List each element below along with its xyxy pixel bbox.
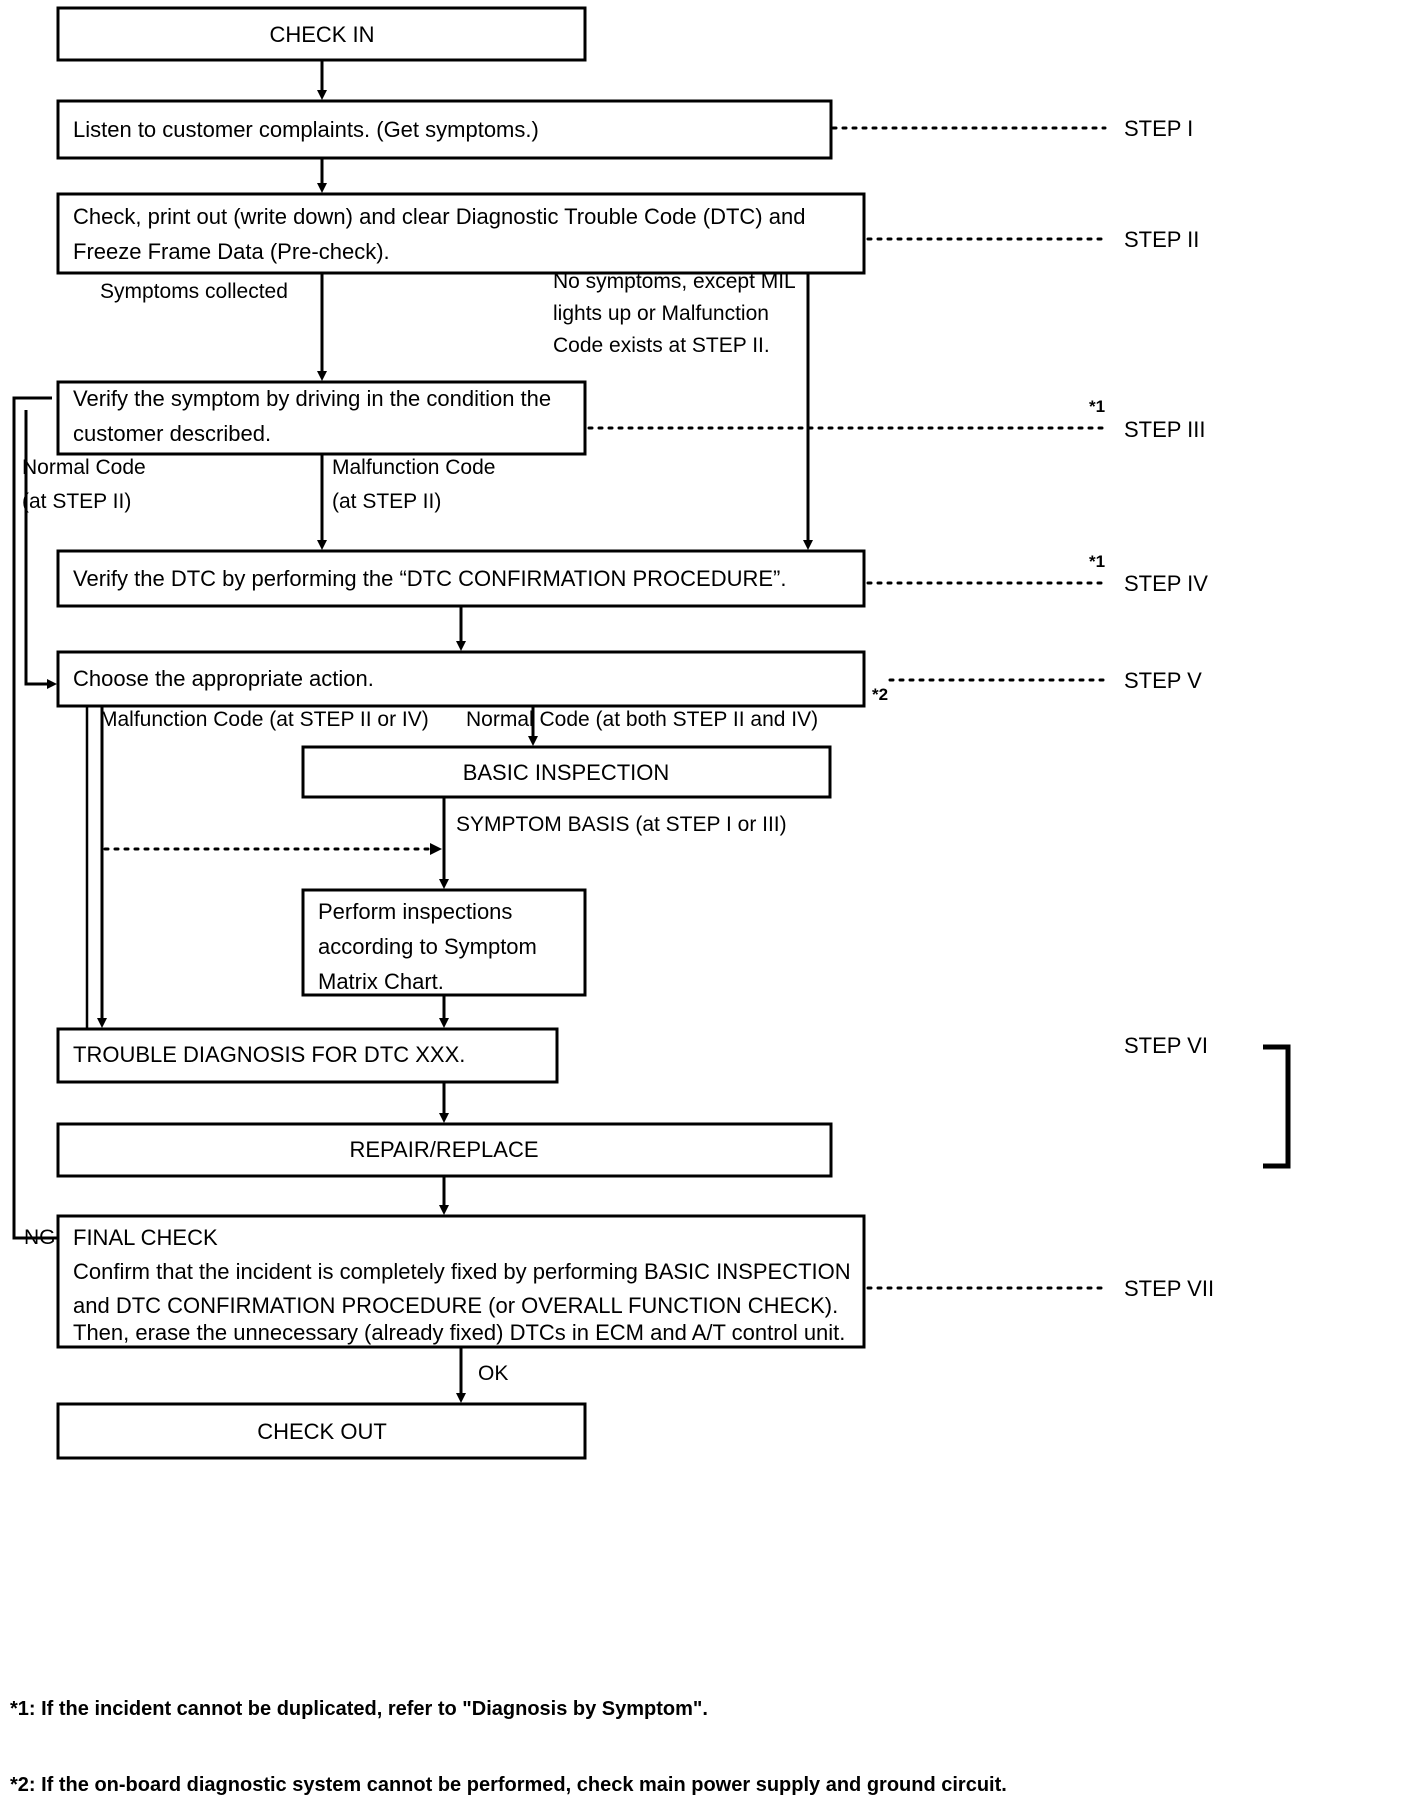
edge-label-symptom-basis: SYMPTOM BASIS (at STEP I or III) — [456, 813, 787, 836]
node-basic-inspection-label: BASIC INSPECTION — [463, 760, 670, 785]
node-perform-line1: Perform inspections — [318, 899, 512, 924]
node-precheck-line2: Freeze Frame Data (Pre-check). — [73, 239, 390, 264]
footnote-2: *2: If the on-board diagnostic system ca… — [10, 1774, 1007, 1796]
node-perform-inspections-box — [301, 888, 587, 997]
node-perform-line3: Matrix Chart. — [318, 969, 444, 994]
node-choose-action-box — [56, 650, 866, 708]
node-listen-box — [56, 99, 833, 160]
marker-star2-step5: *2 — [872, 685, 888, 704]
node-final-check-line2: and DTC CONFIRMATION PROCEDURE (or OVERA… — [73, 1293, 838, 1318]
edge-label-ok: OK — [478, 1362, 508, 1385]
node-verify-symptom-line2: customer described. — [73, 421, 271, 446]
node-check-in-label: CHECK IN — [269, 22, 374, 47]
node-final-check-box — [56, 1214, 866, 1349]
edge-label-no-symptoms-line2: lights up or Malfunction — [553, 302, 769, 325]
bracket-step-6 — [1263, 1044, 1291, 1169]
node-verify-symptom-line1: Verify the symptom by driving in the con… — [73, 386, 551, 411]
edge-label-no-symptoms-line3: Code exists at STEP II. — [553, 334, 770, 357]
step-label-5: STEP V — [1124, 668, 1202, 693]
node-check-out-box — [56, 1402, 587, 1460]
node-choose-action-label: Choose the appropriate action. — [73, 666, 374, 691]
node-final-check-line3: Then, erase the unnecessary (already fix… — [73, 1320, 845, 1345]
edge-label-normal-code-line2: (at STEP II) — [22, 490, 131, 513]
step-label-2: STEP II — [1124, 227, 1199, 252]
node-perform-line2: according to Symptom — [318, 934, 537, 959]
node-precheck-line1: Check, print out (write down) and clear … — [73, 204, 805, 229]
marker-star1-step4: *1 — [1089, 552, 1105, 571]
node-basic-inspection-box — [301, 745, 832, 799]
node-verify-symptom-box — [56, 380, 587, 456]
footnote-1: *1: If the incident cannot be duplicated… — [10, 1698, 708, 1720]
edge-label-no-symptoms-line1: No symptoms, except MIL — [553, 270, 796, 293]
step-label-1: STEP I — [1124, 116, 1193, 141]
node-repair-replace-label: REPAIR/REPLACE — [349, 1137, 538, 1162]
edge-label-malfunction-code-line1: Malfunction Code — [332, 456, 495, 479]
edge-label-malfunction-code-line2: (at STEP II) — [332, 490, 441, 513]
marker-star1-step3: *1 — [1089, 397, 1105, 416]
node-check-out-label: CHECK OUT — [257, 1419, 387, 1444]
node-verify-dtc-label: Verify the DTC by performing the “DTC CO… — [73, 566, 787, 591]
edge-label-normal-code-line1: Normal Code — [22, 456, 146, 479]
node-repair-replace-box — [56, 1122, 833, 1178]
node-check-in-box — [56, 6, 587, 62]
node-precheck-box — [56, 192, 866, 275]
edge-label-malfunction-step2-or-4: Malfunction Code (at STEP II or IV) — [100, 708, 429, 731]
step-label-7: STEP VII — [1124, 1276, 1214, 1301]
step-label-4: STEP IV — [1124, 571, 1208, 596]
node-listen-label: Listen to customer complaints. (Get symp… — [73, 117, 539, 142]
node-trouble-diagnosis-box — [56, 1027, 559, 1084]
edge-label-ng: NG — [24, 1226, 56, 1249]
node-trouble-diagnosis-label: TROUBLE DIAGNOSIS FOR DTC XXX. — [73, 1042, 465, 1067]
edge-label-normal-both-steps: Normal Code (at both STEP II and IV) — [466, 708, 818, 731]
step-label-6: STEP VI — [1124, 1033, 1208, 1058]
node-final-check-line1: Confirm that the incident is completely … — [73, 1259, 851, 1284]
step-label-3: STEP III — [1124, 417, 1206, 442]
feedback-ng-to-verify-symptom — [12, 396, 58, 1240]
edge-label-symptoms-collected: Symptoms collected — [100, 280, 288, 303]
feedback-loop-to-choose-action — [24, 410, 57, 689]
node-final-check-title: FINAL CHECK — [73, 1225, 218, 1250]
